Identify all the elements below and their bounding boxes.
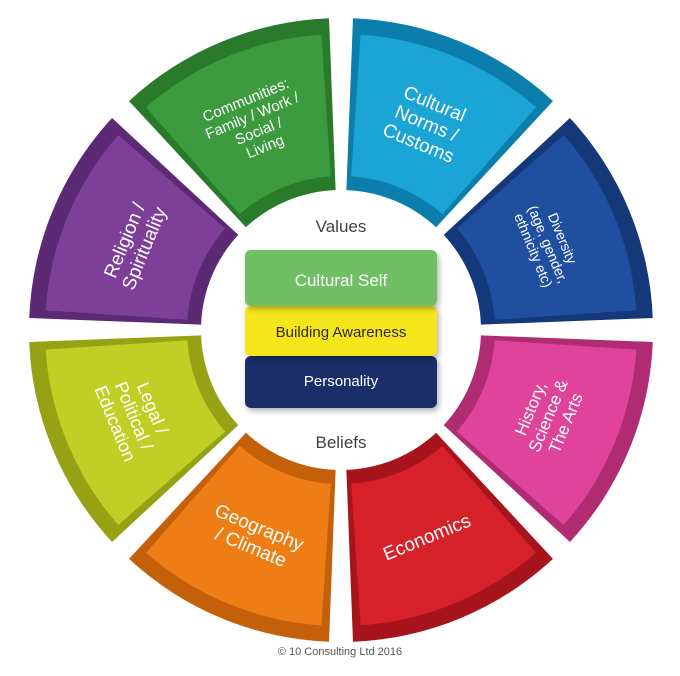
stack-label-cultural-self: Cultural Self [295,271,388,290]
beliefs-label: Beliefs [315,433,366,452]
segment-religion: Religion /Spirituality [29,118,239,325]
stack-layer-personality: Personality [245,356,437,408]
segment-label: CulturalNorms /Customs [379,80,473,167]
segment-geography: Geography/ Climate [129,432,336,642]
segment-diversity: Diversity(age, gender,ethnicity etc) [443,118,653,325]
segment-economics: Economics [346,432,553,642]
segment-cultural: CulturalNorms /Customs [346,18,553,228]
segment-communities: Communities:Family / Work /Social /Livin… [129,18,336,228]
segment-history: History,Science &The Arts [443,335,653,542]
stack-layer-cultural-self: Cultural Self [245,250,437,306]
copyright-notice: © 10 Consulting Ltd 2016 [277,646,403,658]
layer-stack: Personality Building Awareness Cultural … [245,250,437,408]
stack-label-building-awareness: Building Awareness [276,324,407,341]
stack-label-personality: Personality [304,373,379,390]
values-label: Values [316,217,367,236]
stack-layer-building-awareness: Building Awareness [245,306,437,356]
segment-legal: Legal /Political /Education [29,335,239,542]
